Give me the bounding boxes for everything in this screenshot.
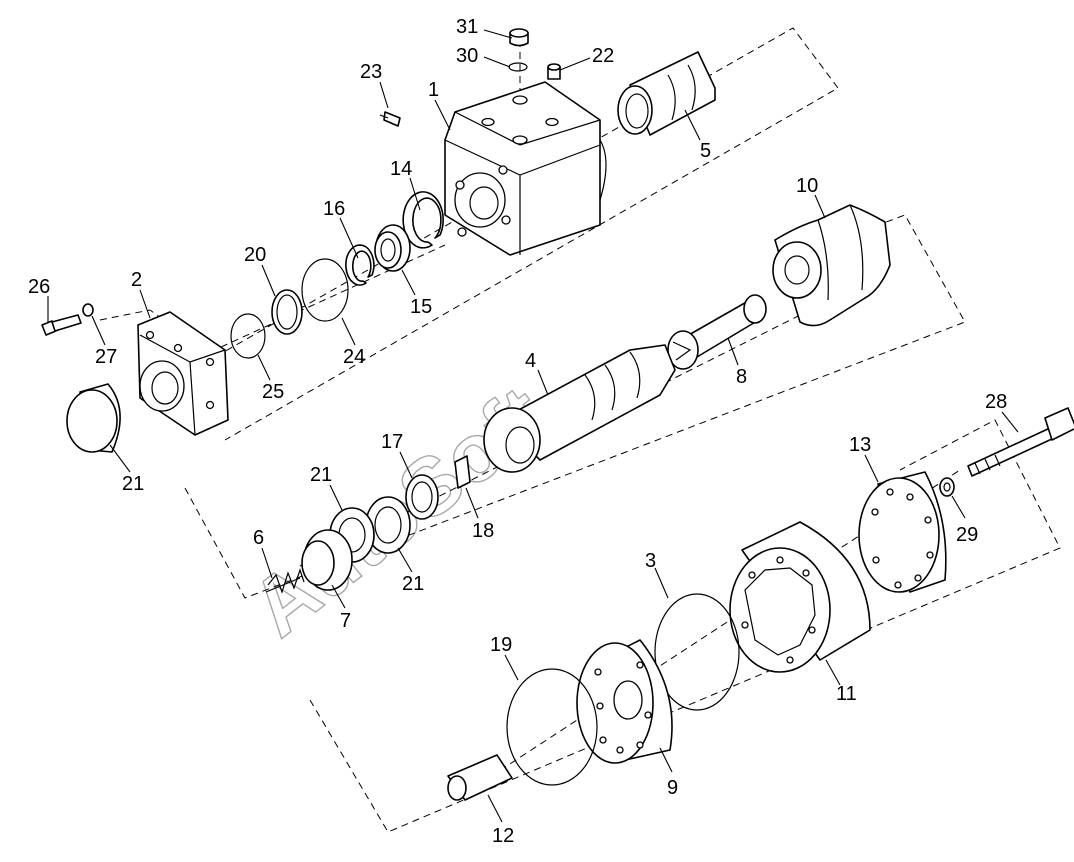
- callout-26: 25: [262, 381, 284, 403]
- callout-24: 23: [360, 61, 382, 83]
- part-pin: [447, 754, 513, 801]
- part-ring-20: [271, 289, 303, 335]
- part-spool: [483, 344, 676, 473]
- callout-23: 22: [592, 45, 614, 67]
- part-drive-link: [667, 294, 767, 370]
- upper-boundary: [99, 27, 839, 441]
- part-spring: [265, 568, 305, 594]
- callout-25: 24: [343, 346, 365, 368]
- part-o-ring-25: [301, 258, 349, 322]
- callout-10: 10: [796, 175, 818, 197]
- callout-14: 14: [390, 158, 412, 180]
- part-sleeve: [617, 51, 716, 136]
- callout-30: 29: [956, 524, 978, 546]
- callout-11: 11: [836, 683, 857, 705]
- part-screw-27: [41, 314, 82, 336]
- callout-27: 26: [28, 276, 50, 298]
- part-o-ring-31: [508, 62, 528, 72]
- callout-15: 15: [410, 296, 432, 318]
- callout-9: 9: [667, 777, 678, 799]
- part-cap: [66, 383, 121, 453]
- part-plug: [509, 28, 529, 47]
- part-seal-ring-3: [654, 593, 740, 711]
- callout-16: 16: [323, 198, 345, 220]
- part-rotor: [772, 204, 891, 327]
- callout-7: 7: [340, 610, 351, 632]
- callout-2: 2: [131, 269, 142, 291]
- part-bushing: [301, 529, 353, 591]
- callout-21-top: 21: [310, 464, 332, 486]
- part-key: [454, 455, 471, 489]
- part-flange: [137, 311, 229, 436]
- part-bolt-29: [967, 407, 1074, 477]
- part-ring-17: [405, 474, 439, 520]
- part-bearing: [374, 224, 411, 272]
- callout-19: 19: [490, 634, 512, 656]
- callout-12: 12: [492, 825, 514, 847]
- lower-boundary: [309, 419, 1061, 833]
- callout-29: 28: [985, 391, 1007, 413]
- part-housing: [444, 81, 607, 256]
- part-snap-ring-16: [345, 244, 375, 286]
- part-o-ring-26: [230, 313, 266, 359]
- callout-22: 21: [122, 473, 144, 495]
- callout-1: 1: [428, 79, 439, 101]
- callout-13: 13: [849, 434, 871, 456]
- callout-31: 30: [456, 45, 478, 67]
- part-end-plate: [858, 471, 947, 593]
- part-fitting-23: [547, 63, 561, 80]
- part-o-ring-19: [506, 668, 598, 786]
- callout-20: 20: [244, 244, 266, 266]
- callout-32: 31: [456, 16, 478, 38]
- callout-labels: 31 30 22 23 1 5 14 16 20 15 24 25 2 26 2…: [28, 16, 1007, 847]
- part-plate: [576, 639, 673, 764]
- leader-lines: [47, 29, 1019, 823]
- callout-17: 17: [381, 431, 403, 453]
- part-washer-30: [939, 477, 955, 497]
- callout-28: 27: [95, 346, 117, 368]
- callout-5: 5: [700, 140, 711, 162]
- axis-lower: [469, 469, 961, 791]
- callout-4: 4: [525, 350, 536, 372]
- callout-21-bottom: 21: [402, 573, 424, 595]
- part-gerotor: [729, 521, 871, 673]
- callout-8: 8: [736, 366, 747, 388]
- callout-3: 3: [645, 550, 656, 572]
- part-washer-28: [82, 303, 94, 317]
- callout-6: 6: [253, 527, 264, 549]
- part-snap-ring-14: [402, 191, 444, 249]
- callout-18: 18: [472, 520, 494, 542]
- part-fitting-24: [379, 111, 401, 127]
